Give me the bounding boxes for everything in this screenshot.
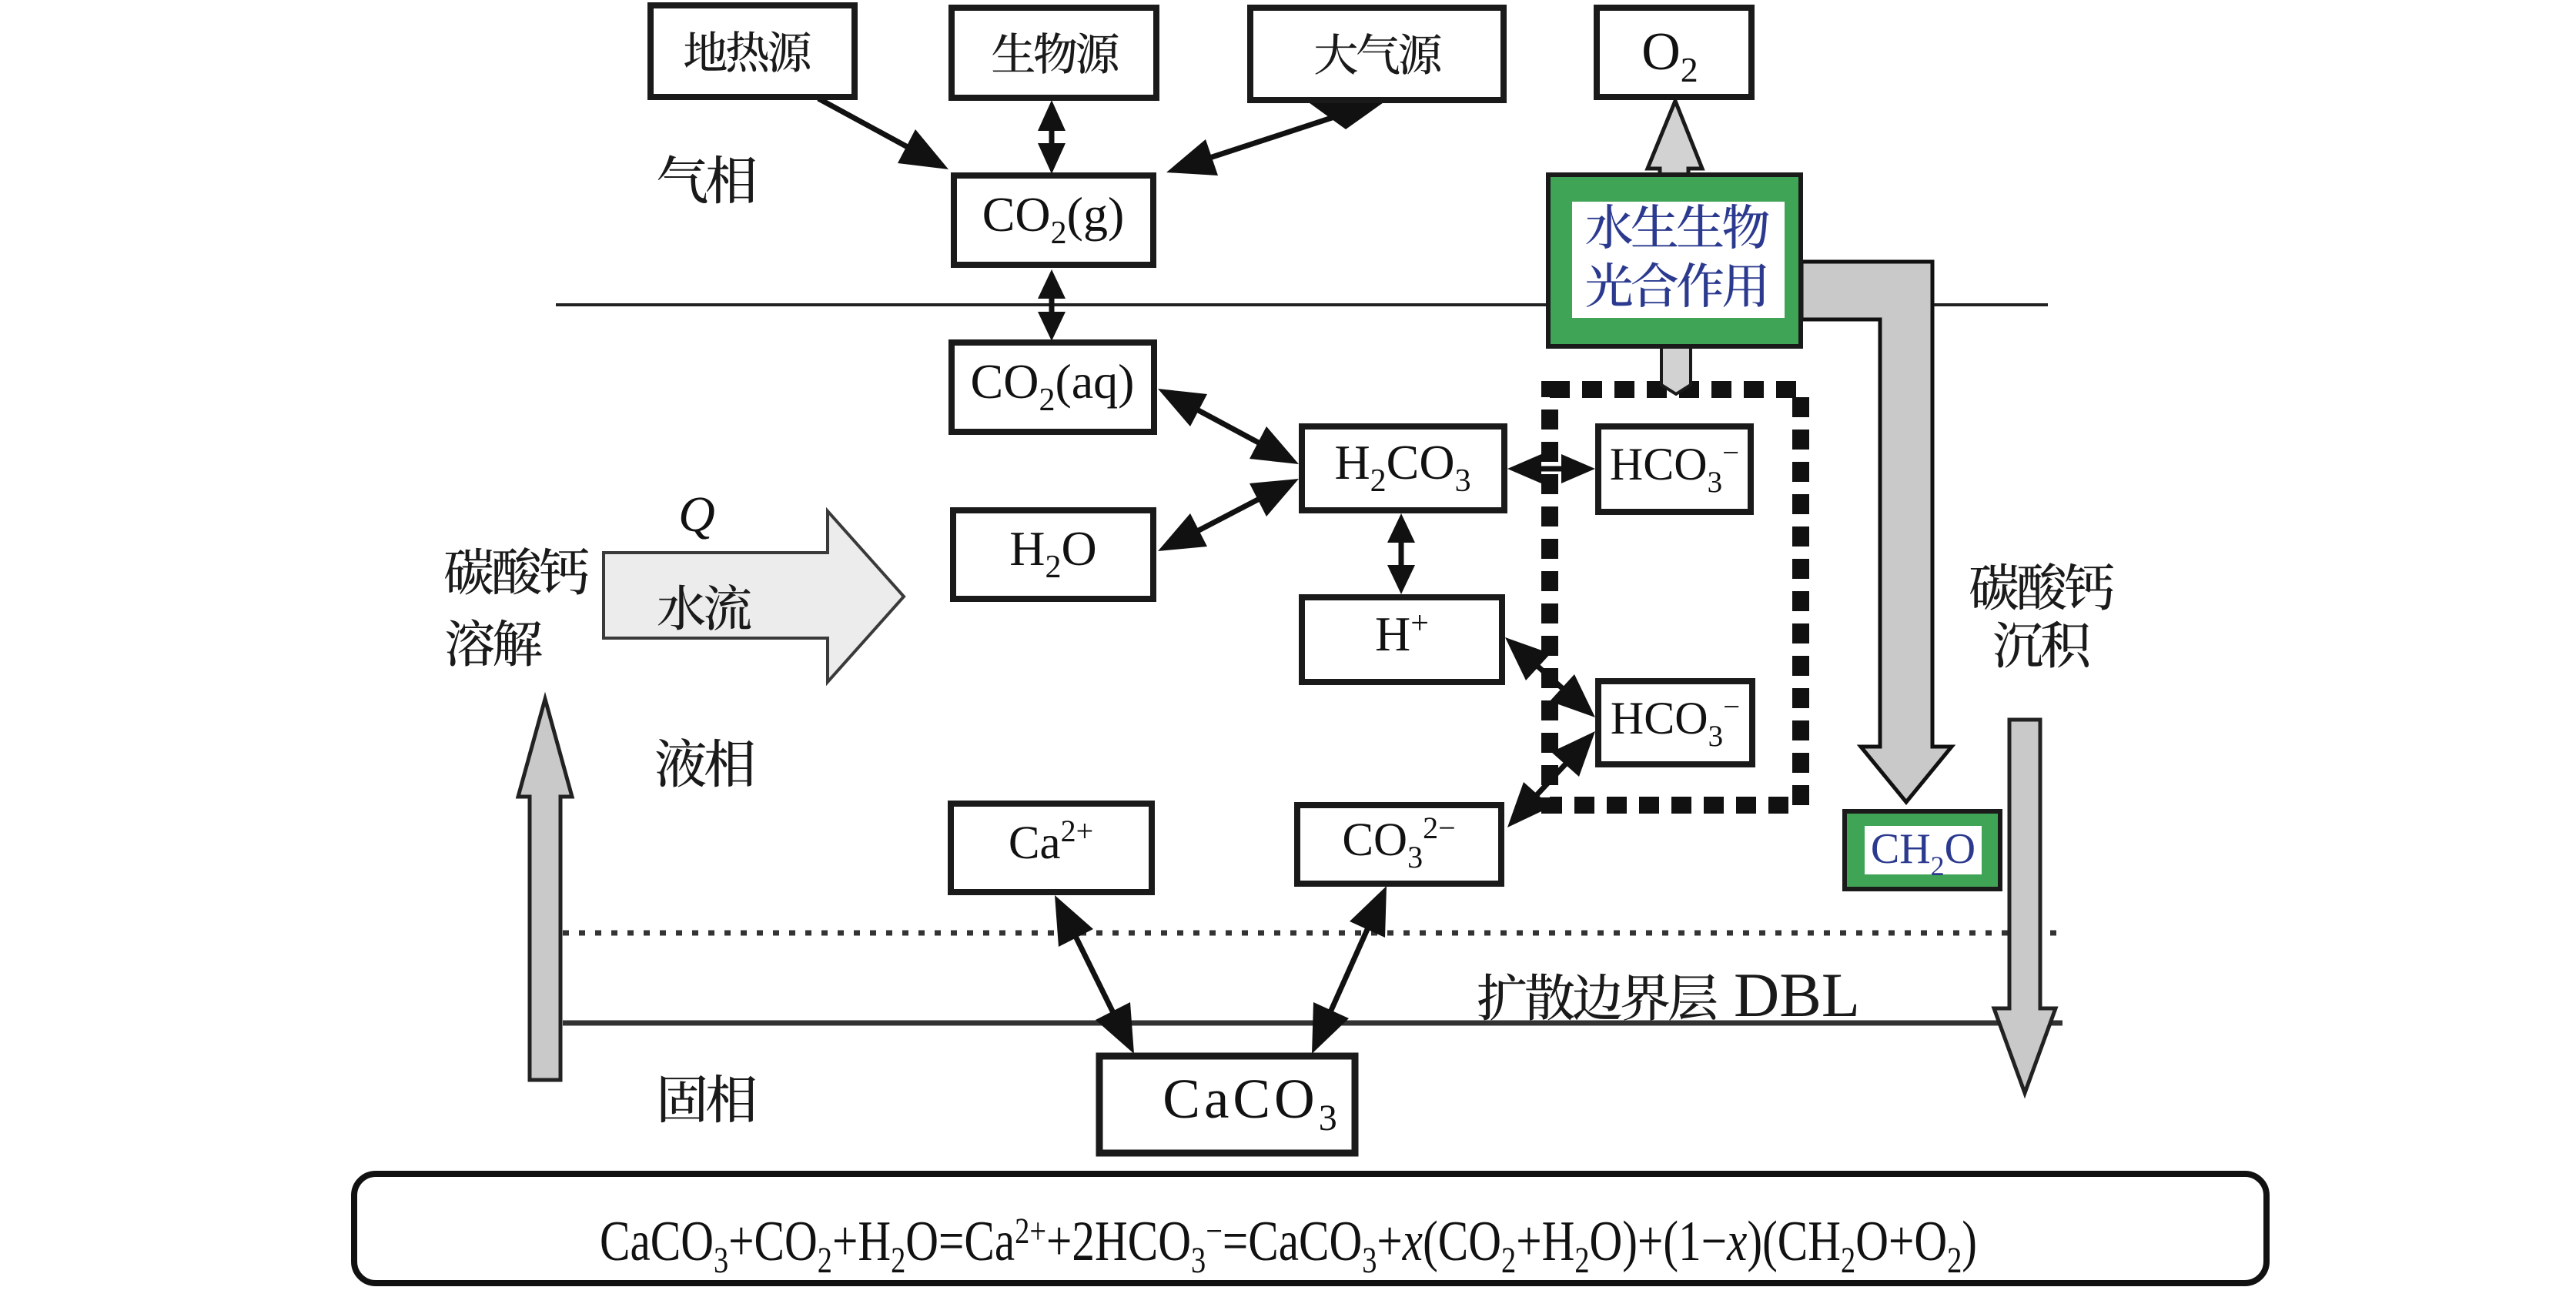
svg-text:HCO3​−​: HCO3​−​ bbox=[1610, 436, 1739, 499]
svg-text:CO3​2−​: CO3​2−​ bbox=[1342, 811, 1455, 874]
svg-text:CO2​(aq): CO2​(aq) bbox=[971, 354, 1135, 418]
svg-text:CaCO3​: CaCO3​ bbox=[1163, 1068, 1341, 1138]
svg-text:H2​CO3​: H2​CO3​ bbox=[1334, 435, 1470, 499]
svg-text:HCO3​−​: HCO3​−​ bbox=[1611, 690, 1740, 753]
svg-text:H+​: H+​ bbox=[1375, 606, 1429, 661]
svg-text:H2​O: H2​O bbox=[1009, 521, 1096, 585]
svg-text:O2​: O2​ bbox=[1641, 22, 1698, 89]
svg-text:CH2​O: CH2​O bbox=[1871, 825, 1975, 881]
svg-text:DBL: DBL bbox=[1734, 960, 1860, 1030]
svg-text:Q: Q bbox=[678, 486, 715, 543]
svg-text:CaCO3​+CO2​+H2​O=Ca2+​+2HCO3​−: CaCO3​+CO2​+H2​O=Ca2+​+2HCO3​−​=CaCO3​+x… bbox=[600, 1210, 1977, 1281]
svg-text:CO2​(g): CO2​(g) bbox=[982, 187, 1125, 251]
svg-text:Ca2+​: Ca2+​ bbox=[1009, 814, 1093, 869]
